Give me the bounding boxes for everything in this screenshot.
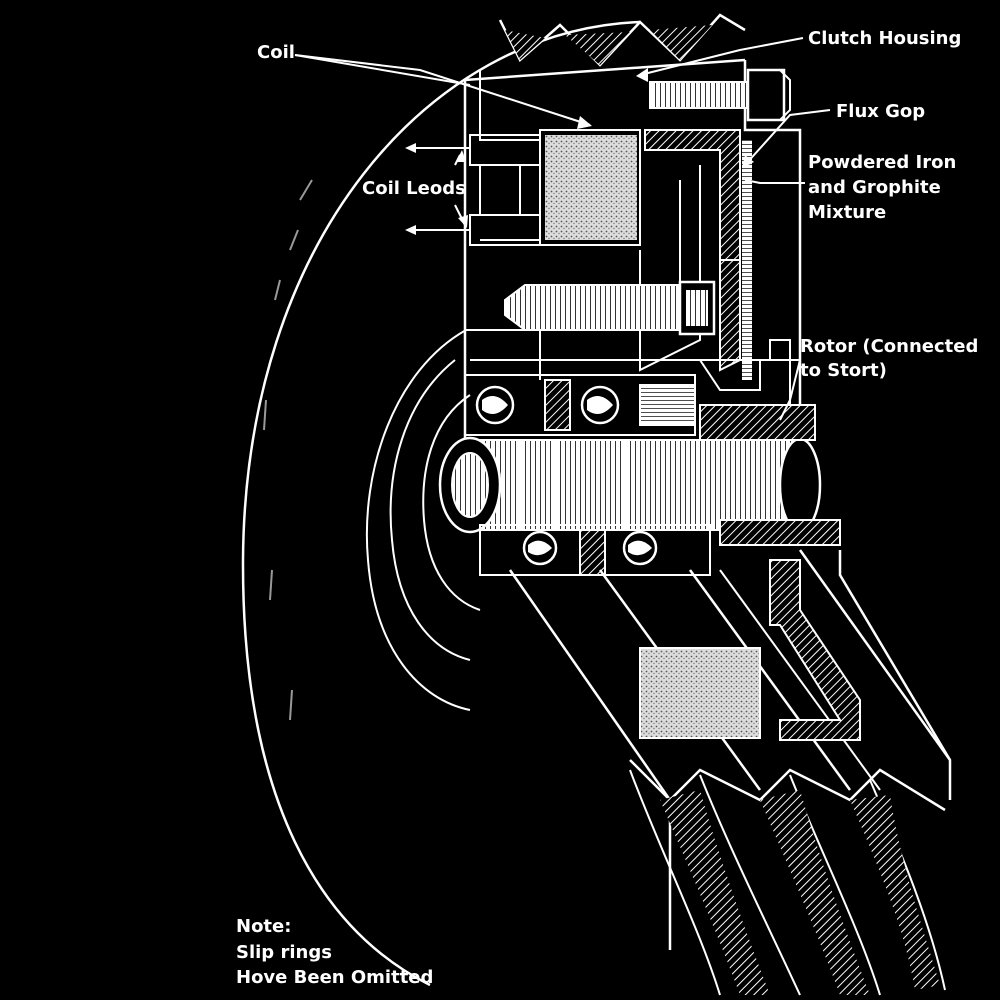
pulley-face: [241, 20, 641, 987]
label-coil-leads: Coil Leods: [362, 178, 466, 199]
label-flux-gap: Flux Gop: [836, 101, 925, 122]
housing-top-grooves: [498, 13, 746, 67]
label-clutch-housing: Clutch Housing: [808, 28, 961, 49]
mounting-screw: [504, 280, 716, 336]
housing-bolt: [649, 68, 791, 122]
leader-lines: [294, 37, 831, 421]
lower-cutaway-block: [508, 549, 952, 950]
label-powdered-iron-line3: Mixture: [808, 202, 886, 223]
coil-leads: [405, 134, 541, 246]
bearing-upper: [464, 374, 696, 436]
note-title: Note:: [236, 916, 291, 937]
bearing-lower: [479, 524, 711, 576]
pulley-bottom-grooves: [629, 759, 946, 996]
label-powdered-iron-line1: Powdered Iron: [808, 152, 956, 173]
housing-cutaway-section: [463, 58, 802, 440]
note-line2: Slip rings: [236, 942, 332, 963]
label-rotor-line2: to Stort): [800, 360, 887, 381]
label-rotor-line1: Rotor (Connected: [800, 336, 978, 357]
label-coil: Coil: [257, 42, 295, 63]
shaft: [438, 404, 841, 546]
note-line3: Hove Been Omitted: [236, 967, 433, 988]
coil-winding-lower: [639, 647, 761, 739]
label-powdered-iron-line2: and Grophite: [808, 177, 941, 198]
coil-winding: [545, 135, 637, 240]
